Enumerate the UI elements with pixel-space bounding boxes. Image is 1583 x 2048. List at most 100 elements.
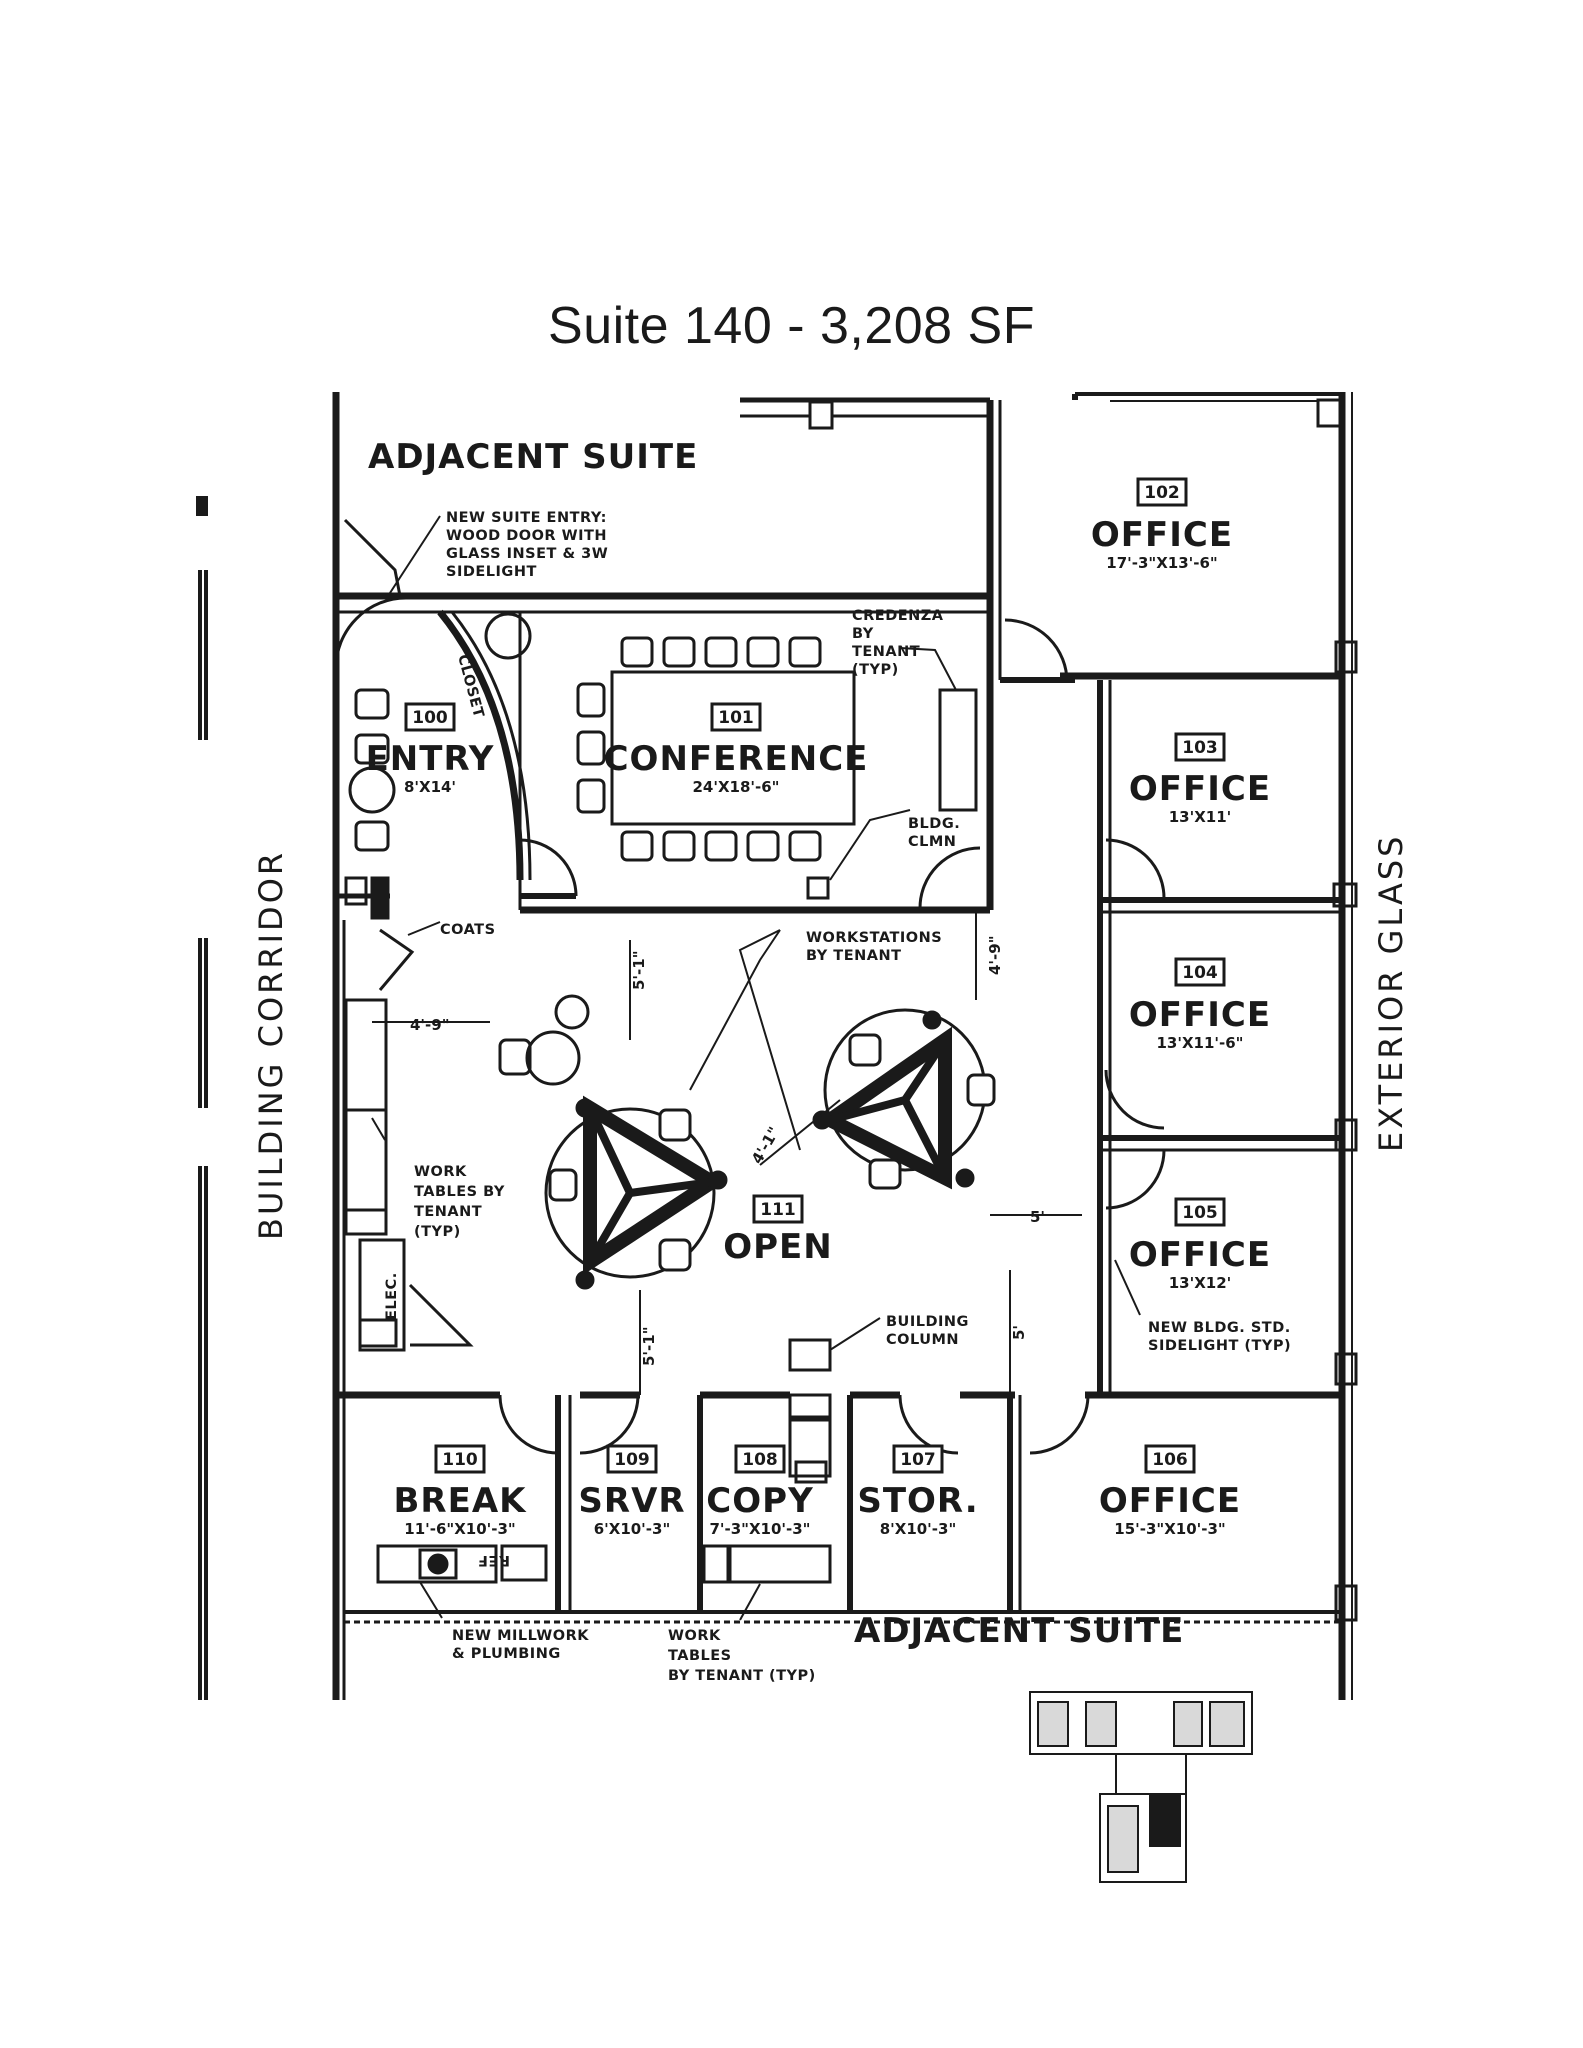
room-name: ENTRY [366,739,495,779]
room-name: OFFICE [1129,995,1271,1035]
room-name: SRVR [578,1481,685,1521]
room-dimensions: 15'-3"X10'-3" [1114,1520,1225,1538]
note-closet: CLOSET [454,653,486,720]
room-name: OFFICE [1091,515,1233,555]
room-number-box [710,702,762,732]
svg-text:SIDELIGHT: SIDELIGHT [446,564,537,580]
svg-text:SIDELIGHT (TYP): SIDELIGHT (TYP) [1148,1338,1291,1354]
dim-3: 4'-9" [986,935,1004,975]
building-corridor-wall [196,496,208,1700]
room-number: 111 [760,1200,796,1220]
exterior-walls [332,392,1353,1700]
svg-text:BUILDING: BUILDING [886,1314,969,1330]
note-suite-entry: NEW SUITE ENTRY: WOOD DOOR WITH GLASS IN… [446,510,608,580]
room-number: 104 [1182,963,1218,983]
room-dimensions: 13'X11' [1169,808,1232,826]
room-number: 107 [900,1450,936,1470]
note-elec: ELEC. [384,1272,400,1320]
room-number-box [606,1444,658,1474]
dim-5: 5' [1030,1208,1045,1226]
svg-text:WOOD DOOR WITH: WOOD DOOR WITH [446,528,607,544]
note-ref: REF [478,1552,510,1568]
svg-text:BY TENANT: BY TENANT [806,948,902,964]
adjacent-suite-top-label: ADJACENT SUITE [368,437,698,477]
room-name: OFFICE [1129,769,1271,809]
room-dimensions: 8'X14' [404,778,456,796]
room-dimensions: 7'-3"X10'-3" [709,1520,810,1538]
room-name: OFFICE [1099,1481,1241,1521]
room-dimensions: 11'-6"X10'-3" [404,1520,515,1538]
svg-text:WORK: WORK [414,1164,467,1180]
door-swings [334,518,1166,1455]
dim-2: 4'-9" [410,1016,450,1034]
dim-1: 5'-1" [630,950,648,990]
room-number: 101 [718,708,754,728]
room-number-box [892,1444,944,1474]
dimension-lines [372,912,1082,1395]
svg-text:CLMN: CLMN [908,834,956,850]
room-dimensions: 13'X12' [1169,1274,1232,1292]
room-number: 102 [1144,483,1180,503]
room-number-box [1174,1197,1226,1227]
note-coats: COATS [440,922,496,938]
room-number: 108 [742,1450,778,1470]
svg-text:NEW BLDG. STD.: NEW BLDG. STD. [1148,1320,1291,1336]
room-dimensions: 8'X10'-3" [880,1520,957,1538]
svg-text:& PLUMBING: & PLUMBING [452,1646,561,1662]
room-number-box [734,1444,786,1474]
page-title: Suite 140 - 3,208 SF [548,297,1035,355]
note-bldg-clmn: BLDG. CLMN [908,816,960,850]
svg-text:NEW SUITE ENTRY:: NEW SUITE ENTRY: [446,510,607,526]
room-number: 105 [1182,1203,1218,1223]
interior-walls [336,394,1342,1612]
room-number-box [1136,477,1188,507]
room-number: 109 [614,1450,650,1470]
svg-text:TENANT: TENANT [414,1204,482,1220]
note-building-column: BUILDING COLUMN [886,1314,969,1348]
svg-text:BLDG.: BLDG. [908,816,960,832]
dim-4: 4'-1" [748,1124,783,1167]
workstation-cluster-right [812,1008,996,1190]
svg-text:COLUMN: COLUMN [886,1332,959,1348]
conference-table [576,636,978,900]
note-workstations: WORKSTATIONS BY TENANT [806,930,942,964]
room-name: OPEN [723,1227,833,1267]
svg-text:(TYP): (TYP) [852,662,899,678]
svg-text:TENANT: TENANT [852,644,920,660]
room-dimensions: 6'X10'-3" [594,1520,671,1538]
note-millwork: NEW MILLWORK & PLUMBING [452,1628,589,1662]
svg-text:(TYP): (TYP) [414,1224,461,1240]
adjacent-suite-bottom-label: ADJACENT SUITE [854,1611,1184,1651]
svg-text:BY TENANT (TYP): BY TENANT (TYP) [668,1668,816,1684]
svg-text:NEW MILLWORK: NEW MILLWORK [452,1628,589,1644]
room-number: 110 [442,1450,478,1470]
entry-seating [348,612,532,852]
room-name: BREAK [394,1481,528,1521]
room-name: COPY [706,1481,813,1521]
dim-7: 5' [1010,1325,1028,1340]
open-area-seating [498,994,590,1086]
svg-text:TABLES BY: TABLES BY [414,1184,505,1200]
room-number: 100 [412,708,448,728]
room-name: CONFERENCE [604,739,869,779]
building-corridor-label: BUILDING CORRIDOR [252,850,290,1240]
key-plan [1029,1691,1253,1883]
workstation-cluster-left [544,1095,728,1290]
room-dimensions: 17'-3"X13'-6" [1106,554,1217,572]
svg-text:CREDENZA: CREDENZA [852,608,944,624]
room-name: OFFICE [1129,1235,1271,1275]
room-name: STOR. [857,1481,978,1521]
room-number-box [1174,732,1226,762]
